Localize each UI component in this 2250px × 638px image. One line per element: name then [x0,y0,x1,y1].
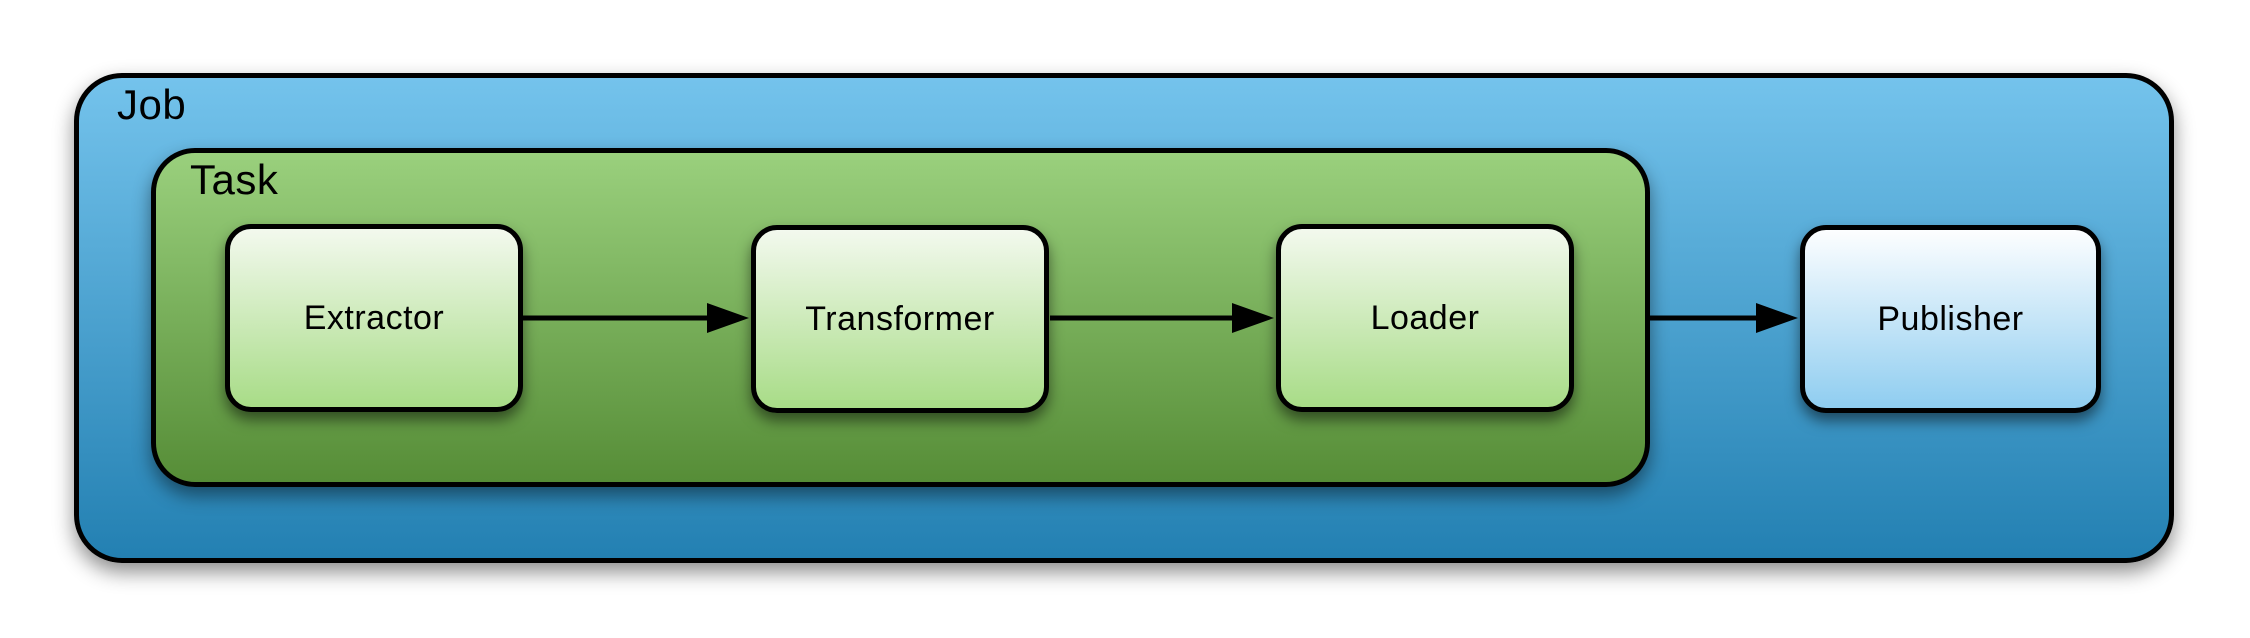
task-container: Task Extractor Transformer Loader [151,148,1650,487]
node-publisher-label: Publisher [1877,299,2024,338]
node-extractor: Extractor [225,224,523,412]
node-loader: Loader [1276,224,1574,412]
node-extractor-label: Extractor [303,298,445,337]
node-loader-label: Loader [1370,298,1480,337]
task-label: Task [190,156,279,203]
node-publisher: Publisher [1800,225,2101,413]
node-transformer: Transformer [751,225,1049,413]
node-transformer-label: Transformer [805,299,995,338]
job-label: Job [117,81,187,128]
job-container: Job Task Extractor Transformer Loader Pu… [74,73,2174,563]
